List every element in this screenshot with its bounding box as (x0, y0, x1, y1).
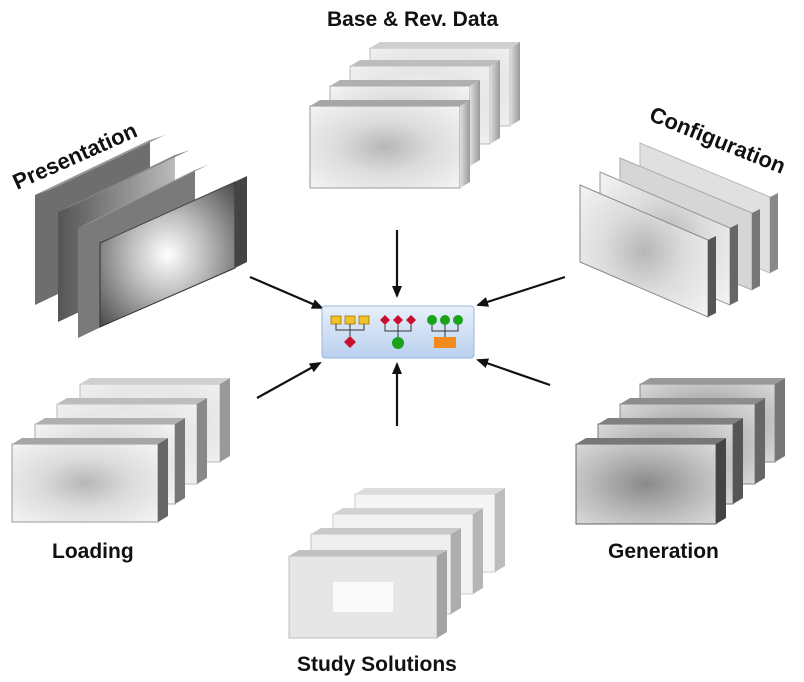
arrow-from-generation (476, 358, 551, 387)
arrow-from-loading (256, 362, 322, 399)
circle-hierarchy-icon (427, 315, 463, 348)
folder-hierarchy-icon (330, 315, 370, 348)
base-rev-data-label: Base & Rev. Data (327, 8, 499, 31)
arrow-from-presentation (249, 275, 324, 310)
base-rev-data-stack (309, 42, 520, 189)
loading-label: Loading (52, 540, 134, 563)
generation-stack (575, 378, 785, 525)
loading-stack (11, 378, 230, 523)
arrows (249, 230, 566, 426)
study-solutions-stack (288, 488, 505, 639)
arrow-from-configuration (476, 275, 566, 307)
presentation-stack (35, 135, 247, 338)
configuration-stack (579, 142, 778, 318)
diamond-hierarchy-icon (380, 315, 416, 349)
central-hub (321, 305, 475, 359)
generation-label: Generation (608, 540, 719, 563)
study-solutions-label: Study Solutions (297, 653, 457, 676)
